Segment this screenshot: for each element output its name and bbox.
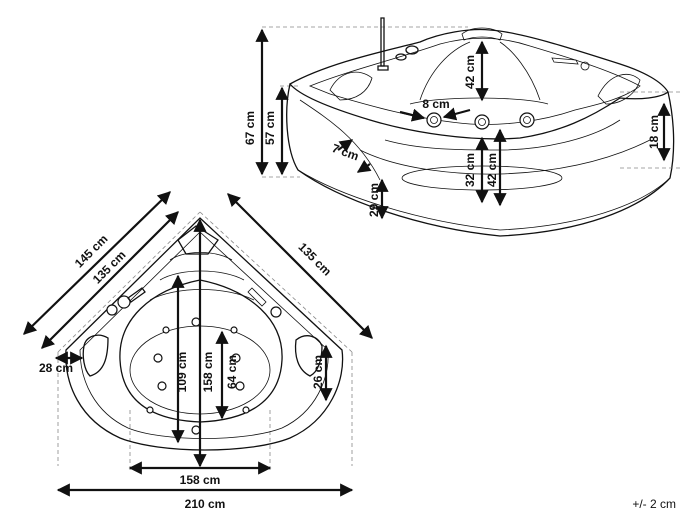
- jet: [474, 114, 490, 130]
- side-view: 67 cm 57 cm 42 cm 8 cm 7 cm 32 cm 42 cm …: [243, 17, 680, 237]
- jet: [235, 381, 245, 391]
- faucet: [380, 17, 385, 67]
- jet: [230, 326, 238, 334]
- dim-inner-42: 42 cm: [485, 153, 499, 187]
- dim-total-width: 210 cm: [185, 497, 226, 511]
- tolerance-note: +/- 2 cm: [632, 497, 676, 511]
- dim-side-height: 18 cm: [647, 115, 661, 149]
- jet: [153, 353, 163, 363]
- headrest: [177, 225, 219, 255]
- dim-right-armrest: 26 cm: [311, 355, 325, 389]
- dim-inner-32: 32 cm: [463, 153, 477, 187]
- tub-body: [286, 83, 675, 237]
- jet: [231, 353, 241, 363]
- dim-right-side: 135 cm: [295, 240, 334, 279]
- jet: [519, 112, 535, 128]
- jet: [242, 406, 250, 414]
- top-view: 145 cm 135 cm 135 cm 28 cm 109 cm 158 cm…: [23, 191, 373, 511]
- dim-inner-total: 158 cm: [201, 352, 215, 393]
- jet: [191, 425, 201, 435]
- jet: [157, 381, 167, 391]
- dim-headrest-depth: 42 cm: [463, 55, 477, 89]
- dim-body-height: 57 cm: [263, 111, 277, 145]
- jet: [162, 326, 170, 334]
- dim-inner-width: 64 cm: [225, 355, 239, 389]
- faucet-knob: [106, 304, 118, 316]
- jet: [426, 112, 442, 128]
- jet: [191, 317, 201, 327]
- jet: [146, 406, 154, 414]
- control-knob: [270, 306, 282, 318]
- dim-total-height: 67 cm: [243, 111, 257, 145]
- dim-inner-length: 109 cm: [175, 352, 189, 393]
- dim-seat-height: 29 cm: [367, 183, 381, 217]
- tub-outline-top: [65, 217, 344, 451]
- dim-basin-width: 158 cm: [180, 473, 221, 487]
- dim-armrest: 28 cm: [39, 361, 73, 375]
- dim-jet-spacing: 8 cm: [422, 97, 449, 111]
